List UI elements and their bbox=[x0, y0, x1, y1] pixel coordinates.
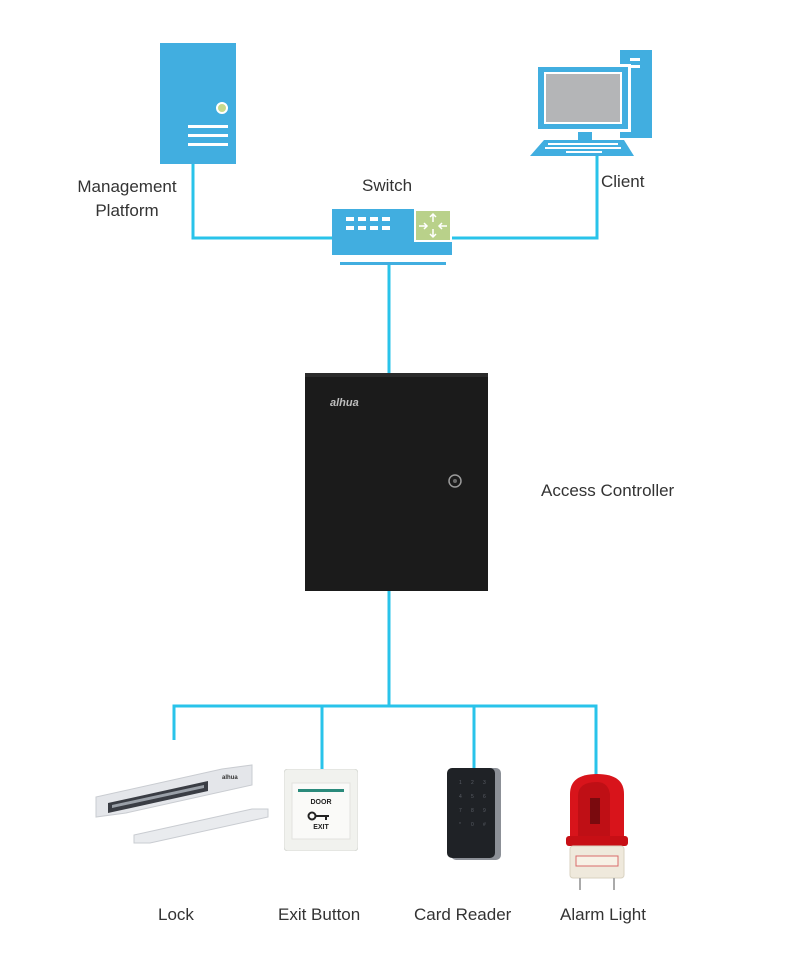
keypad-key: 7 bbox=[459, 808, 462, 814]
client-node[interactable] bbox=[530, 50, 655, 160]
controller-brand-logo: alhua bbox=[330, 397, 359, 409]
switch-node[interactable] bbox=[332, 209, 454, 267]
keypad-key: 2 bbox=[471, 780, 474, 786]
keypad-key: 5 bbox=[471, 794, 474, 800]
alarm-light-node[interactable] bbox=[564, 772, 630, 892]
server-icon bbox=[160, 43, 236, 164]
exit-button-icon bbox=[283, 768, 359, 852]
keypad-key: 4 bbox=[459, 794, 462, 800]
management-platform-node[interactable] bbox=[160, 43, 236, 164]
keypad-key: 9 bbox=[483, 808, 486, 814]
edge-platform-switch bbox=[191, 163, 332, 240]
alarm-light-label: Alarm Light bbox=[560, 905, 646, 924]
lock-label: Lock bbox=[158, 905, 194, 924]
exit-button-top-text: DOOR bbox=[310, 799, 332, 806]
keypad-key: 8 bbox=[471, 808, 474, 814]
edge-client-switch bbox=[452, 155, 599, 240]
card-reader-node[interactable]: 1 2 3 4 5 6 7 8 9 * 0 # bbox=[447, 768, 501, 860]
exit-button-node[interactable]: DOOR EXIT bbox=[283, 768, 359, 852]
wire-group bbox=[172, 155, 599, 775]
card-reader-label: Card Reader bbox=[414, 905, 512, 924]
keypad-key: 0 bbox=[471, 822, 474, 828]
lock-brand-text: alhua bbox=[222, 775, 238, 781]
access-controller-node[interactable]: alhua bbox=[305, 373, 488, 591]
desktop-computer-icon bbox=[530, 50, 652, 156]
edge-bus bbox=[172, 704, 598, 775]
access-controller-label: Access Controller bbox=[541, 481, 675, 500]
network-switch-icon bbox=[332, 209, 452, 265]
controller-cabinet-icon bbox=[305, 373, 488, 591]
keypad-key: # bbox=[483, 822, 486, 828]
alarm-light-icon bbox=[566, 774, 628, 890]
exit-button-label: Exit Button bbox=[278, 905, 361, 924]
management-platform-label-line1: Management bbox=[77, 177, 177, 196]
keypad-key: 1 bbox=[459, 780, 462, 786]
keypad-key: 6 bbox=[483, 794, 486, 800]
client-label: Client bbox=[601, 172, 645, 191]
keypad-key: * bbox=[459, 822, 461, 828]
magnetic-lock-icon: alhua bbox=[95, 764, 269, 844]
keypad-key: 3 bbox=[483, 780, 486, 786]
switch-label: Switch bbox=[362, 176, 413, 195]
management-platform-label-line2: Platform bbox=[95, 201, 159, 220]
management-platform-label: Management Platform bbox=[68, 175, 186, 223]
lock-node[interactable]: alhua bbox=[92, 755, 272, 850]
card-reader-icon: 1 2 3 4 5 6 7 8 9 * 0 # bbox=[447, 768, 501, 860]
exit-button-bottom-text: EXIT bbox=[313, 824, 329, 831]
